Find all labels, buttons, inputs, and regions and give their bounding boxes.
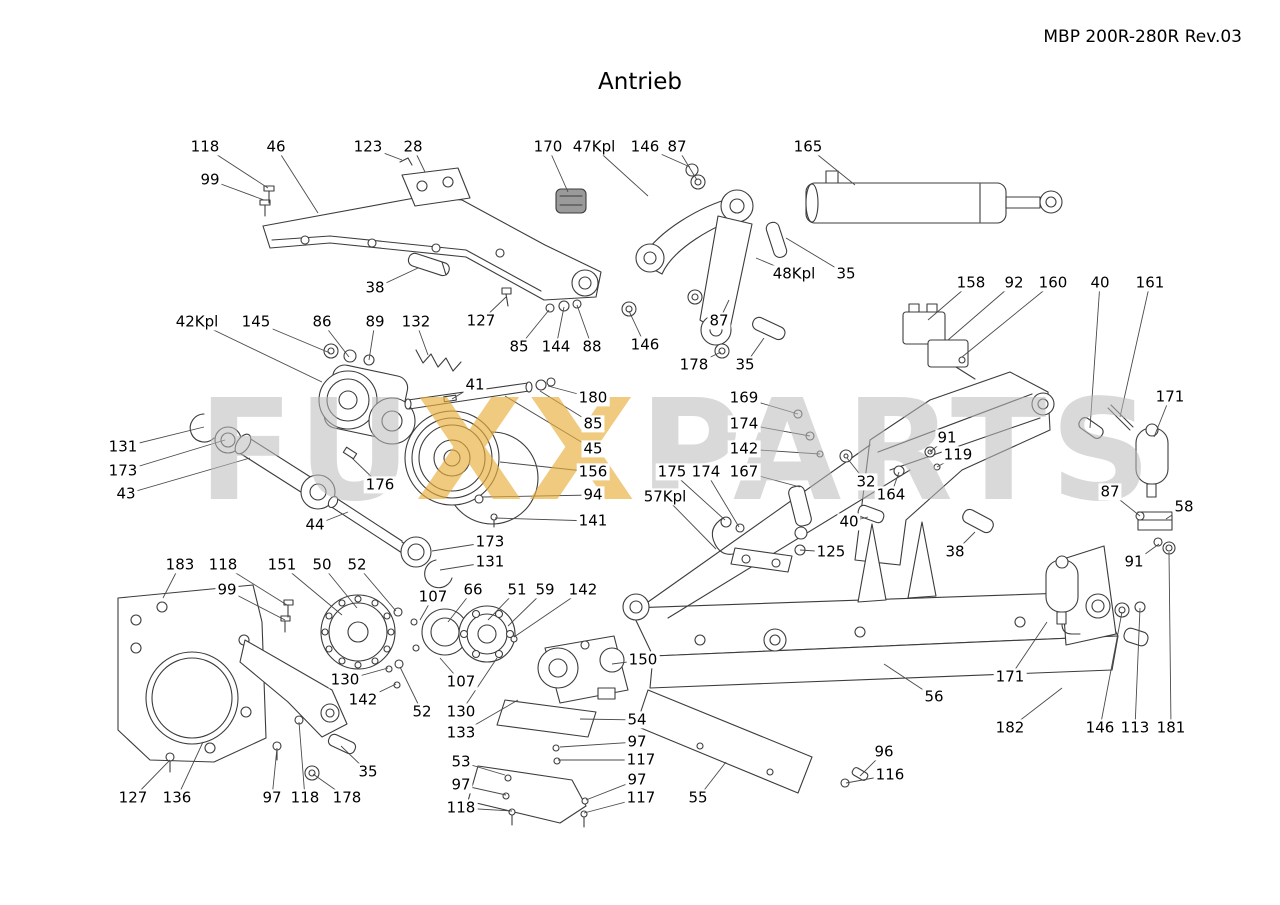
part-hydraulic-cylinder: [805, 170, 1063, 224]
part-arm-hardware: [501, 287, 637, 317]
part-accumulator-left: [1045, 555, 1149, 647]
part-belt-pulley: [404, 410, 539, 528]
part-main-frame: [622, 371, 1119, 689]
page-title: Antrieb: [598, 69, 682, 95]
part-guard-plates: [467, 689, 813, 828]
part-mount-plate: [117, 584, 357, 781]
part-screws-96-116: [840, 767, 869, 788]
part-drive-shaft: [327, 446, 453, 589]
part-lever-links: [635, 163, 788, 359]
part-pump: [537, 635, 629, 704]
part-input-tube: [189, 413, 336, 510]
part-mast-hardware: [788, 409, 941, 540]
part-gear-motor: [318, 343, 462, 445]
part-accumulator-right: [1078, 404, 1176, 555]
part-valve-connectors: [902, 303, 976, 380]
part-hub-assembly: [320, 594, 518, 689]
part-shaft-45: [404, 377, 556, 410]
part-hook-assembly: [711, 516, 806, 573]
document-reference: MBP 200R-280R Rev.03: [1043, 27, 1242, 47]
part-rubber-buffer: [555, 188, 587, 214]
part-pin-38: [407, 252, 450, 277]
part-frame-arm: [259, 157, 602, 301]
